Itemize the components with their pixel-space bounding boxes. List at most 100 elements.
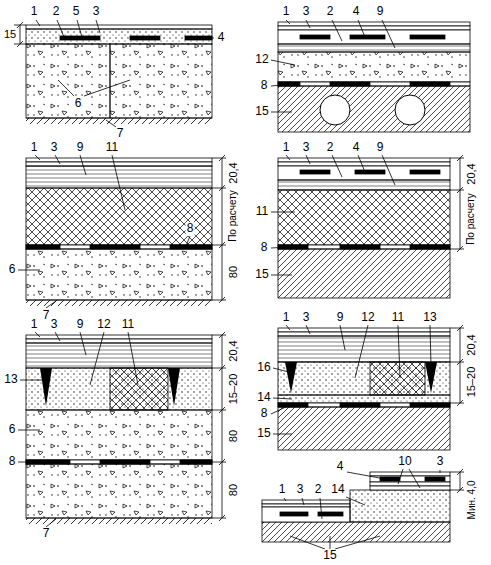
section-b-layer: [330, 82, 370, 86]
callout-number: 1: [282, 5, 291, 19]
callout-number: 9: [336, 311, 345, 325]
section-a-layer: [26, 118, 212, 124]
section-f-layer: [278, 407, 450, 450]
dimension: По расчету: [465, 192, 477, 246]
section-c-layer: [26, 158, 212, 162]
section-e-wedge: [40, 368, 52, 406]
dimension: 20,4: [465, 162, 478, 185]
callout-number: 10: [397, 455, 412, 469]
section-f-layer: [278, 362, 450, 395]
callout-number: 11: [121, 318, 135, 332]
dimension: 20,4: [465, 333, 478, 356]
callout-number: 7: [116, 127, 125, 141]
section-d-layer: [300, 170, 330, 174]
section-a-layer: [130, 36, 160, 40]
callout-number: 3: [436, 455, 445, 469]
callout-number: 13: [422, 311, 437, 325]
callout-number: 12: [96, 318, 111, 332]
section-a-line: [36, 20, 214, 127]
section-a-layer: [26, 44, 110, 118]
section-d-layer: [410, 170, 440, 174]
callout-number: 7: [42, 527, 51, 541]
section-g-layer: [425, 477, 445, 481]
callout-number: 3: [302, 5, 311, 19]
callout-number: 4: [352, 5, 361, 19]
callout-number: 2: [326, 5, 335, 19]
callout-number: 9: [76, 318, 85, 332]
section-b-line: [271, 20, 395, 112]
section-g-layer: [370, 476, 450, 482]
section-b: [271, 20, 470, 132]
section-f-wedge: [425, 362, 437, 393]
section-c-layer: [90, 245, 140, 249]
callout-number: 15: [254, 268, 269, 282]
section-e-layer: [180, 460, 212, 464]
section-d-layer: [340, 245, 380, 249]
section-d-layer: [278, 245, 450, 249]
section-g-layer: [370, 472, 450, 476]
callout-number: 11: [255, 205, 269, 219]
callout-number: 6: [8, 263, 17, 277]
dimension: 15: [3, 28, 17, 41]
section-e-line: [18, 332, 138, 527]
callout-number: 4: [217, 31, 226, 45]
section-a: [14, 20, 214, 127]
section-e-layer: [110, 368, 168, 410]
dimension: 80: [227, 429, 240, 443]
section-a-layer: [26, 25, 212, 29]
section-g-line: [284, 469, 440, 549]
section-e-layer: [26, 339, 212, 343]
callout-number: 12: [360, 311, 375, 325]
callout-number: 4: [336, 460, 345, 474]
callout-number: 15: [254, 105, 269, 119]
callout-number: 3: [302, 141, 311, 155]
section-f-layer: [278, 332, 450, 336]
dimension: 80: [227, 483, 240, 497]
callout-number: 12: [254, 53, 269, 67]
section-e-line: [212, 332, 226, 521]
section-g-layer: [370, 486, 450, 490]
section-d-line: [450, 155, 464, 252]
section-e-layer: [26, 368, 212, 410]
callout-number: 3: [302, 311, 311, 325]
callout-number: 1: [30, 318, 39, 332]
section-g-layer: [262, 500, 350, 504]
section-b-void: [395, 95, 425, 125]
callout-number: 3: [50, 141, 59, 155]
section-g-layer: [370, 482, 450, 486]
dimension: По расчету: [227, 189, 239, 243]
section-e-layer: [26, 343, 212, 368]
callout-number: 3: [50, 318, 59, 332]
dimension: 15–20: [227, 373, 240, 406]
section-e-wedge: [168, 368, 180, 406]
section-d-layer: [278, 162, 450, 166]
section-c-layer: [26, 300, 212, 306]
callout-number: 13: [3, 373, 18, 387]
callout-number: 9: [376, 141, 385, 155]
section-c-line: [26, 300, 212, 301]
dimension: 15–20: [465, 366, 478, 399]
callout-number: 11: [105, 141, 119, 155]
section-c-layer: [26, 249, 212, 300]
section-b-layer: [278, 26, 470, 30]
section-g-layer: [350, 490, 450, 522]
section-b-layer: [278, 82, 470, 86]
callout-number: 1: [30, 141, 39, 155]
section-d-layer: [278, 190, 450, 245]
callout-number: 2: [314, 483, 323, 497]
section-c-layer: [26, 162, 212, 166]
section-d-layer: [278, 180, 450, 190]
callout-number: 8: [8, 455, 17, 469]
section-c-layer: [170, 245, 212, 249]
callout-number: 8: [260, 79, 269, 93]
callout-number: 8: [186, 222, 195, 236]
section-a-layer: [110, 44, 212, 118]
section-g-layer: [280, 512, 308, 516]
section-e-layer: [26, 464, 212, 518]
section-e-layer: [100, 460, 150, 464]
section-e-layer: [26, 410, 212, 460]
section-b-layer: [278, 30, 470, 44]
callout-number: 5: [72, 5, 81, 19]
section-f-line: [450, 325, 464, 406]
section-f-line: [271, 325, 431, 434]
